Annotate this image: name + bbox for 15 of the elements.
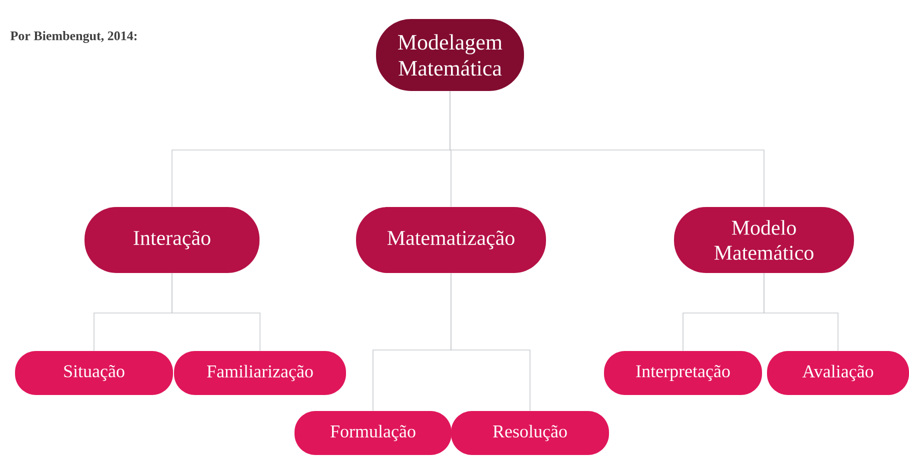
rounded-box: Familiarização: [174, 351, 346, 395]
connector-line: [450, 272, 530, 412]
rounded-box: Resolução: [451, 411, 609, 455]
rounded-box: Modelagem Matemática: [376, 19, 524, 91]
rounded-box: Interação: [84, 207, 260, 273]
rounded-box: Formulação: [294, 411, 452, 455]
source-note: Por Biembengut, 2014:: [10, 31, 137, 43]
rounded-box: Situação: [15, 351, 173, 395]
rounded-box: Modelo Matemático: [674, 207, 854, 273]
rounded-box: Avaliação: [767, 351, 909, 395]
rounded-box: Interpretação: [604, 351, 762, 395]
rounded-box: Matematização: [356, 207, 546, 273]
connector-line: [172, 272, 260, 352]
connector-line: [450, 90, 764, 208]
connector-line: [764, 272, 838, 352]
